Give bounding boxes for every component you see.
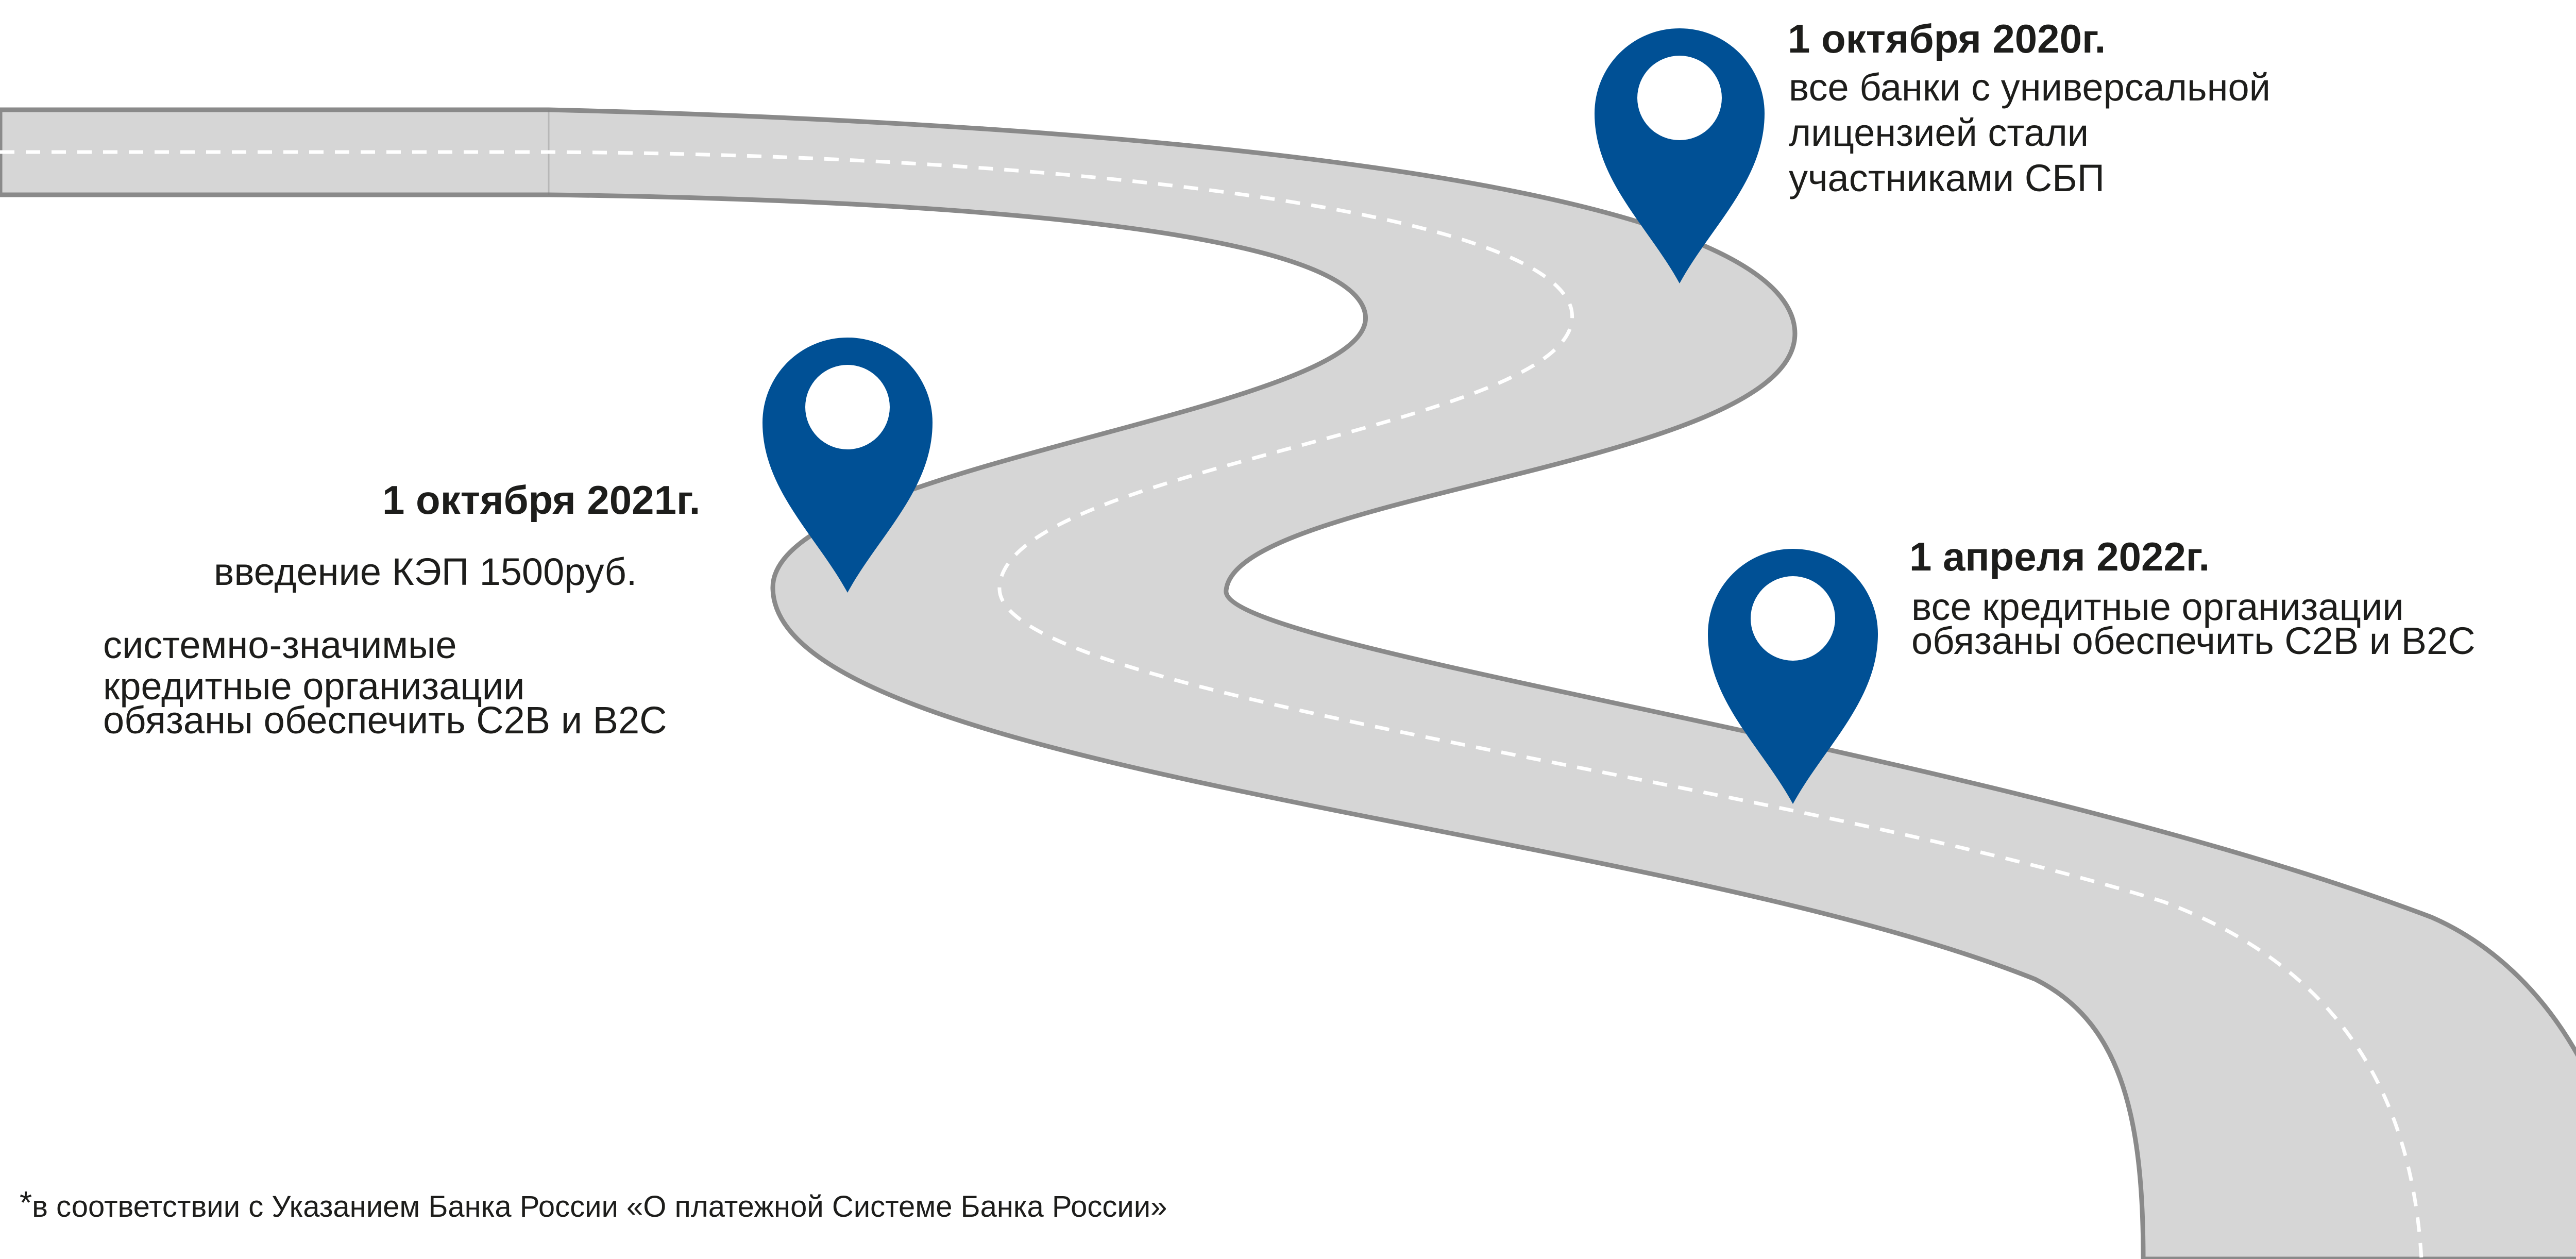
- road: [0, 107, 2576, 1259]
- milestone-2-line-1: системно-значимые: [103, 624, 457, 666]
- milestone-3-date: 1 апреля 2022г.: [1909, 534, 2210, 579]
- footnote-mark: *: [20, 1185, 32, 1221]
- map-pin-icon: [1595, 28, 1765, 283]
- milestone-2-line-a: введение КЭП 1500руб.: [214, 550, 637, 593]
- milestone-3-line-1: все кредитные организации: [1911, 585, 2404, 628]
- milestone-1-line-2: лицензией стали: [1789, 111, 2089, 154]
- milestone-1-date: 1 октября 2020г.: [1788, 16, 2106, 61]
- milestone-2-line-2: кредитные организации: [103, 665, 525, 708]
- footnote-text: в соответствии с Указанием Банка России …: [32, 1190, 1167, 1223]
- lane-marking: [0, 150, 2424, 1259]
- milestone-1-line-1: все банки с универсальной: [1789, 66, 2270, 109]
- milestone-3-line-2: обязаны обеспечить С2В и В2С: [1911, 619, 2476, 662]
- map-pin-icon: [1708, 548, 1878, 804]
- milestone-2-line-3: обязаны обеспечить С2В и В2С: [103, 699, 667, 742]
- milestone-2-date: 1 октября 2021г.: [382, 477, 701, 523]
- footnote: *в соответствии с Указанием Банка России…: [20, 1185, 1167, 1225]
- map-pin-icon: [762, 337, 933, 593]
- milestone-1-line-3: участниками СБП: [1789, 157, 2105, 199]
